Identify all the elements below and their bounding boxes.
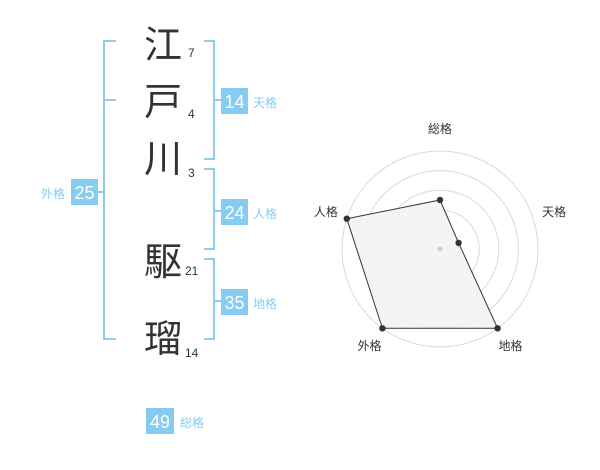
radar-point-3 bbox=[494, 325, 501, 332]
name-char-1: 江 bbox=[144, 23, 182, 67]
chikaku-label: 地格 bbox=[253, 296, 277, 311]
name-char-5: 瑠 bbox=[144, 317, 182, 361]
radar-point-1 bbox=[436, 196, 444, 204]
jinkaku-value: 24 bbox=[224, 203, 244, 223]
radar-point-5 bbox=[343, 215, 350, 222]
chikaku-badge: 35 bbox=[221, 289, 248, 315]
radar-axis-label-4: 外格 bbox=[357, 338, 381, 353]
radar-axis-label-2: 天格 bbox=[542, 204, 566, 219]
name-char-4: 駆 bbox=[144, 240, 182, 284]
radar-axis-label-3: 地格 bbox=[498, 338, 522, 353]
radar-polygon bbox=[346, 199, 499, 329]
gaikaku-label: 外格 bbox=[41, 186, 65, 201]
name-characters: 江 戸 川 駆 瑠 bbox=[144, 23, 182, 361]
stroke-count-1: 7 bbox=[188, 46, 195, 60]
stroke-count-5: 14 bbox=[185, 346, 199, 360]
soukaku-value: 49 bbox=[150, 412, 170, 432]
radar-point-2 bbox=[455, 239, 462, 247]
tenkaku-bracket bbox=[204, 40, 215, 160]
chikaku-value: 35 bbox=[224, 293, 244, 313]
stroke-count-4: 21 bbox=[185, 264, 199, 278]
name-char-3: 川 bbox=[144, 137, 182, 181]
tenkaku-label: 天格 bbox=[253, 95, 277, 110]
stroke-counts: 7 4 3 21 14 bbox=[185, 46, 199, 360]
gaikaku-bracket bbox=[103, 40, 116, 340]
tenkaku-badge: 14 bbox=[221, 88, 248, 114]
radar-axis-label-5: 人格 bbox=[314, 204, 338, 219]
jinkaku-badge: 24 bbox=[221, 199, 248, 225]
soukaku-label: 総格 bbox=[180, 415, 204, 430]
soukaku-badge: 49 bbox=[146, 408, 174, 434]
radar-center-point bbox=[437, 246, 443, 252]
name-char-2: 戸 bbox=[144, 80, 182, 124]
radar-point-4 bbox=[379, 325, 386, 332]
chikaku-bracket bbox=[204, 258, 215, 340]
stroke-count-2: 4 bbox=[188, 107, 195, 121]
jinkaku-bracket bbox=[204, 168, 215, 250]
radar-axis-label-1: 総格 bbox=[428, 121, 452, 136]
tenkaku-value: 14 bbox=[224, 92, 244, 112]
jinkaku-label: 人格 bbox=[253, 206, 277, 221]
radar-ring-5 bbox=[341, 150, 539, 348]
gaikaku-value: 25 bbox=[74, 183, 94, 203]
stroke-count-3: 3 bbox=[188, 166, 195, 180]
gaikaku-badge: 25 bbox=[71, 179, 98, 205]
